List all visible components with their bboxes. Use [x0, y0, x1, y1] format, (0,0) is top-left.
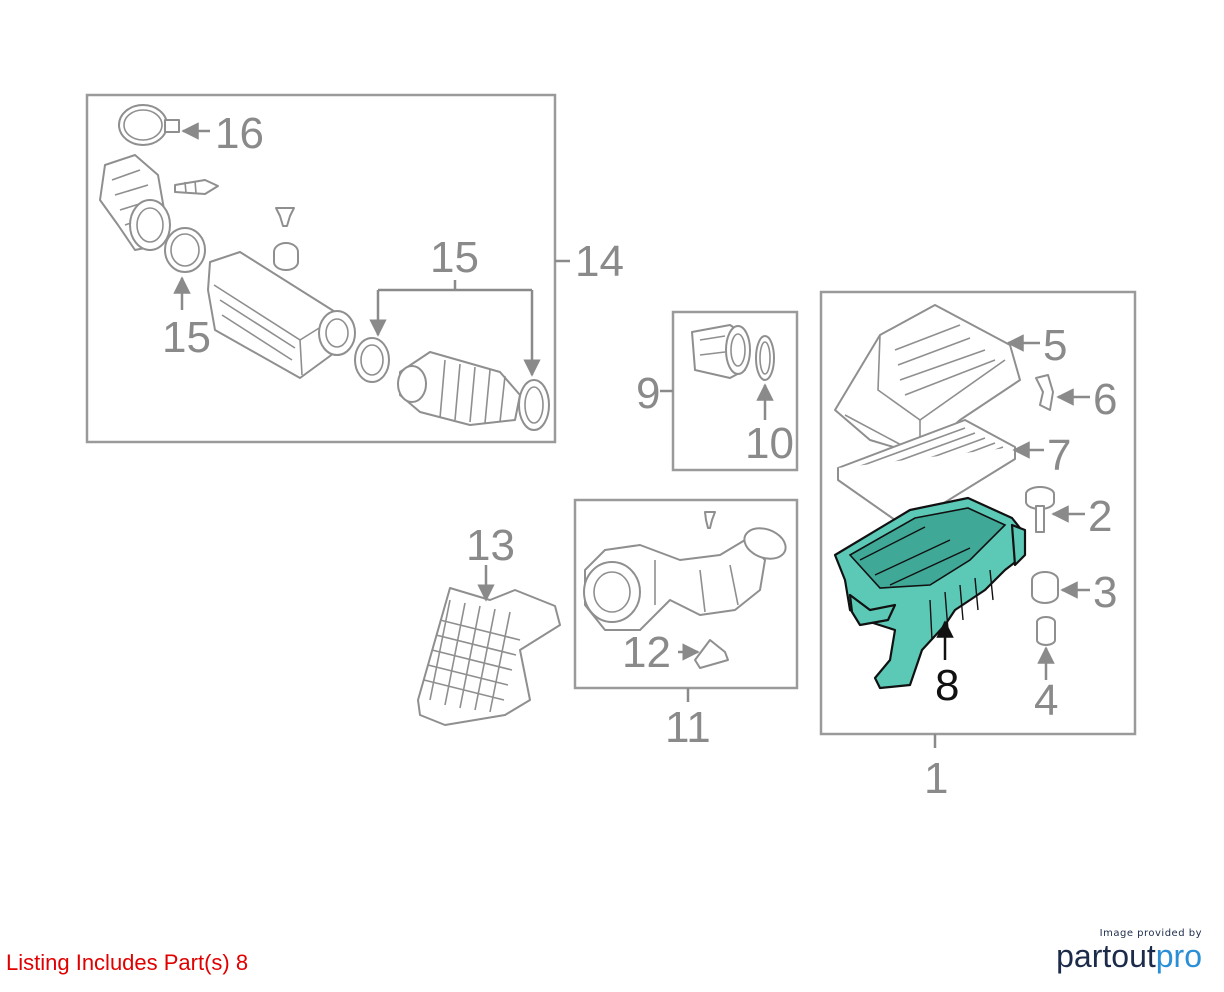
part-15-clamp-left[interactable]	[164, 227, 206, 273]
group-14-intake-tube: 14 16	[85, 93, 624, 444]
callout-7[interactable]: 7	[1047, 431, 1071, 480]
callout-16[interactable]: 16	[215, 109, 264, 158]
partoutpro-logo: partoutpro	[1056, 939, 1202, 973]
credit-caption: Image provided by	[1099, 928, 1202, 939]
logo-word-part: partout	[1056, 938, 1156, 974]
callout-15-left[interactable]: 15	[162, 313, 211, 362]
part-16-clamp[interactable]	[118, 104, 180, 146]
listing-note: Listing Includes Part(s) 8	[6, 950, 249, 975]
part-10-gasket[interactable]	[755, 335, 775, 381]
group-1-air-cleaner: 1 5 6 7 2	[819, 290, 1137, 803]
part-5-upper-cover[interactable]	[834, 304, 1021, 456]
group-11-12-duct: 11 12	[573, 498, 799, 752]
part-9-sensor[interactable]	[691, 324, 751, 379]
group-14-frame	[85, 93, 557, 444]
part-6-clip[interactable]	[1035, 374, 1054, 411]
callout-12[interactable]: 12	[622, 628, 671, 677]
part-bellows-hose	[397, 351, 521, 426]
part-4-insulator[interactable]	[1036, 616, 1056, 646]
callout-1[interactable]: 1	[924, 754, 948, 803]
part-8-lower-case[interactable]	[833, 496, 1027, 690]
group-9-10-sensor: 9 10	[636, 310, 799, 472]
logo-word-pro: pro	[1155, 938, 1202, 974]
callout-3[interactable]: 3	[1093, 568, 1117, 617]
group-11-frame	[573, 498, 799, 690]
callout-8[interactable]: 8	[935, 661, 959, 710]
part-15-clamp-mid[interactable]	[354, 337, 390, 383]
callout-10[interactable]: 10	[745, 419, 794, 468]
part-12-clip[interactable]	[694, 639, 729, 669]
part-pin	[273, 207, 299, 271]
part-11-duct[interactable]	[583, 511, 787, 631]
callout-14[interactable]: 14	[575, 237, 624, 286]
part-sensor-housing	[99, 154, 171, 251]
part-15-clamp-right[interactable]	[518, 379, 550, 431]
callout-6[interactable]: 6	[1093, 375, 1117, 424]
part-resonator-tube	[207, 251, 356, 379]
part-2-bolt[interactable]	[1025, 486, 1055, 533]
part-13-inlet-guide[interactable]	[417, 587, 561, 726]
callout-4[interactable]: 4	[1034, 676, 1058, 725]
image-credit: Image provided by partoutpro	[1056, 928, 1202, 973]
callout-9[interactable]: 9	[636, 369, 660, 418]
callout-13[interactable]: 13	[466, 521, 515, 570]
part-bolt	[174, 179, 219, 195]
callout-15-top[interactable]: 15	[430, 233, 479, 282]
callout-2[interactable]: 2	[1088, 492, 1112, 541]
part-3-grommet[interactable]	[1031, 571, 1059, 604]
callout-5[interactable]: 5	[1043, 321, 1067, 370]
group-1-frame	[819, 290, 1137, 736]
callout-11[interactable]: 11	[665, 703, 711, 752]
